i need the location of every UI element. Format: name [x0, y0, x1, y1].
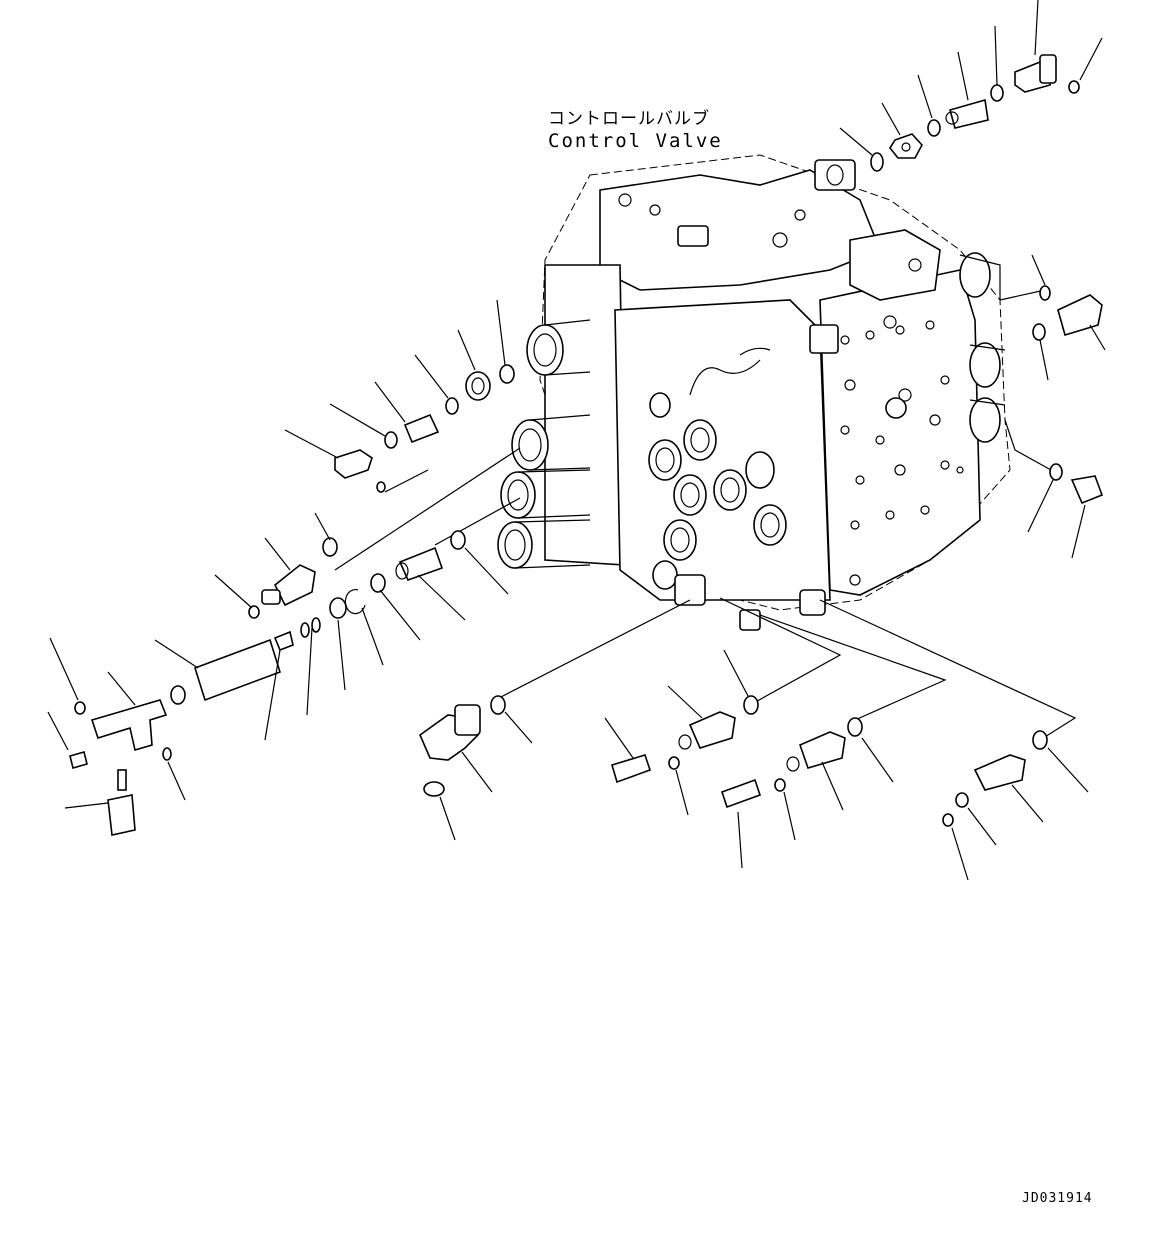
tee-fitting: [90, 699, 168, 752]
adapter-right-lower: [1070, 475, 1104, 505]
plug-far-left: [69, 751, 88, 769]
guide-lines: [334, 289, 1077, 741]
pressure-sensor-left: [261, 564, 316, 607]
title-english: Control Valve: [548, 130, 723, 152]
sensor-lower-b: [786, 731, 846, 772]
adapter-top: [945, 98, 989, 129]
pressure-switch: [107, 769, 136, 836]
control-valve-body: [497, 154, 1011, 631]
hex-nut-top: [889, 133, 923, 159]
connector-lower-a: [611, 754, 652, 784]
top-right-fittings: [839, 0, 1103, 172]
far-left-assembly: [47, 637, 186, 836]
right-fittings: [1027, 254, 1106, 559]
adapter-left-mid: [395, 546, 444, 582]
drawing-id: JD031914: [1022, 1191, 1093, 1206]
large-elbow: [419, 704, 481, 761]
adapter-upper: [403, 413, 440, 444]
plug-upper: [465, 371, 491, 401]
filter-housing: [194, 638, 281, 702]
connector-lower-b: [720, 778, 762, 809]
screen-fitting: [273, 630, 294, 652]
sensor-lower-a: [678, 711, 736, 750]
title-japanese: コントロールバルブ: [548, 109, 710, 129]
left-upper-fittings: [284, 299, 515, 493]
elbow-right-upper: [1057, 294, 1103, 337]
sensor-lower-c: [973, 754, 1026, 791]
left-lower-fittings: [154, 512, 509, 741]
elbow-upper: [334, 449, 373, 479]
elbow-fitting-top: [1014, 54, 1057, 93]
lower-fittings: [419, 649, 1089, 881]
